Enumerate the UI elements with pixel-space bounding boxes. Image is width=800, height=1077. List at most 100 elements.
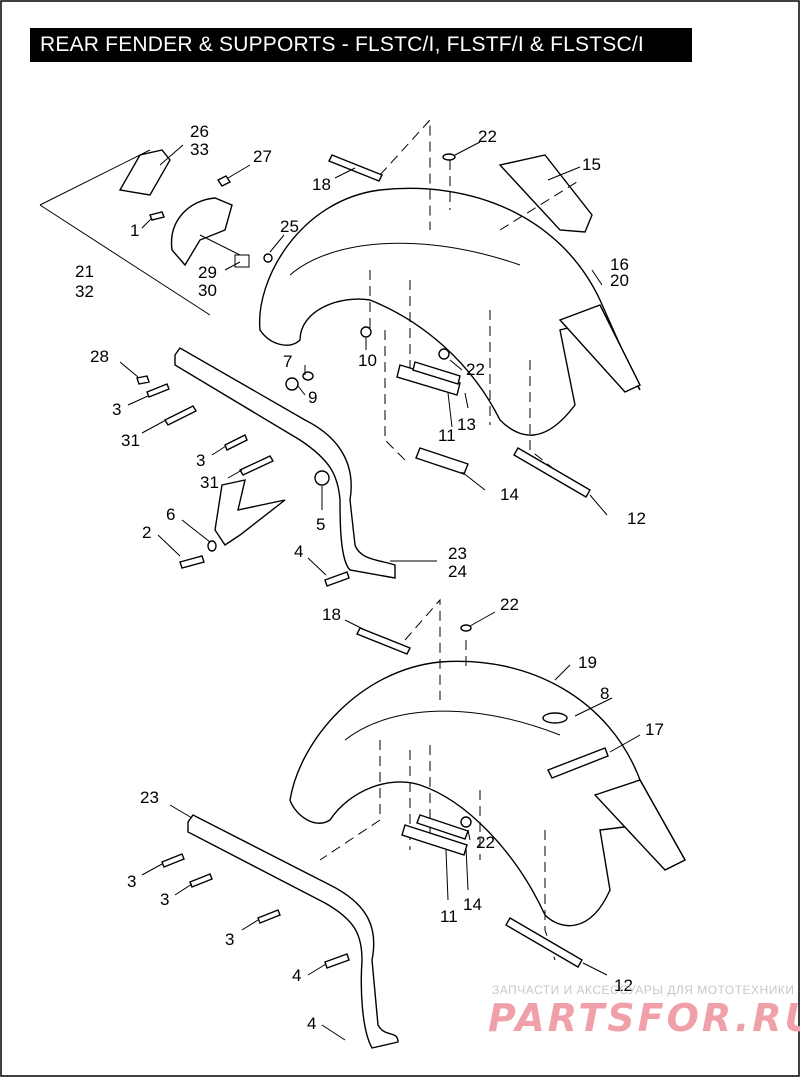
washer-5-part [314,470,330,486]
callout-22-bottom2: 22 [476,833,495,852]
strip-17-part [547,747,609,779]
taillight-lens-part [118,149,171,196]
callout-15: 15 [582,155,601,174]
washer-22-top-part [442,153,456,161]
stud-31b-part [239,455,274,476]
callout-11-top: 11 [438,426,456,445]
alignment-lines-bottom [319,598,556,961]
bolt-4-mid-part [324,953,350,969]
bracket-6-part [214,479,286,546]
callout-3c: 3 [127,872,136,891]
callout-24: 24 [448,562,467,581]
callout-32: 32 [75,282,94,301]
bar-12-bottom-part [505,917,583,968]
washer-6-part [207,540,217,552]
bolt-3a-part [146,383,170,398]
strip-18-top-part [328,154,383,182]
callout-25: 25 [280,217,299,236]
callout-1: 1 [130,221,139,240]
rear-fender-bottom-part [289,660,686,927]
bolt-28-part [136,375,150,385]
callout-29: 29 [198,263,217,282]
callout-20: 20 [610,271,629,290]
callout-17: 17 [645,720,664,739]
callout-6: 6 [166,505,175,524]
fender-support-rail-bottom-part [187,814,399,1049]
callout-27: 27 [253,147,272,166]
alignment-lines-top [369,118,581,491]
callout-4-bottom: 4 [307,1014,316,1033]
callout-16: 16 [610,255,629,274]
callout-2: 2 [142,523,151,542]
callout-31b: 31 [200,473,219,492]
stud-31a-part [164,405,197,426]
callout-33: 33 [190,140,209,159]
callout-23: 23 [448,544,467,563]
strip-18-bottom-part [356,627,411,655]
screw-1-part [149,211,165,221]
bolt-3b-part [224,434,248,451]
screw-27-part [216,175,232,187]
callout-7: 7 [283,352,292,371]
washer-22-bottom-part [460,624,472,632]
callout-3e: 3 [225,930,234,949]
callout-23-bottom: 23 [140,788,159,807]
nut-10-part [360,326,372,338]
callout-3b: 3 [196,451,205,470]
callout-22-top: 22 [478,127,497,146]
callout-28: 28 [90,347,109,366]
callout-11-bottom: 11 [440,907,458,926]
callout-12-top: 12 [627,509,646,528]
callout-22-bottom: 22 [500,595,519,614]
nut-22-mid-part [438,348,450,360]
watermark-brand: PARTSFOR.RU [488,996,800,1040]
watermark-tagline: ЗАПЧАСТИ И АКСЕССУАРЫ ДЛЯ МОТОТЕХНИКИ [492,983,795,997]
decal-8-part [542,712,568,724]
nut-9-part [285,377,299,391]
callout-26: 26 [190,122,209,141]
plate-11-part [412,361,461,385]
taillight-wiring-part [199,234,250,268]
bar-12-top-part [513,447,591,498]
bolt-3d-part [189,873,213,888]
bolt-4-top-part [324,571,350,587]
callout-21: 21 [75,262,94,281]
nut-22-bottom-part [460,816,472,828]
callout-14-top: 14 [500,485,519,504]
callout-4-mid: 4 [292,966,301,985]
taillight-housing-part [170,197,233,267]
callout-22-mid: 22 [466,360,485,379]
group-bracket-21-32 [39,149,211,316]
bracket-15-part [498,154,593,233]
callout-19: 19 [578,653,597,672]
bolt-3c-part [161,853,185,868]
plate-14-top-part [415,447,469,475]
leader-lines-top [119,141,608,576]
callout-18-bottom: 18 [322,605,341,624]
callout-10: 10 [358,351,377,370]
diagram-title: REAR FENDER & SUPPORTS - FLSTC/I, FLSTF/… [30,28,692,62]
callout-8: 8 [600,684,609,703]
fender-support-rail-top-part [174,347,396,579]
plate-14-bottom-part [416,814,469,840]
callout-3d: 3 [160,890,169,909]
rear-fender-top-part [258,187,641,436]
callout-18-top: 18 [312,175,331,194]
fender-tip-part [558,304,641,393]
callout-3a: 3 [112,400,121,419]
callout-5: 5 [316,515,325,534]
callout-30: 30 [198,281,217,300]
plate-11-bottom-part [401,824,468,856]
nut-25-part [263,253,273,263]
callout-12-bottom: 12 [614,976,633,995]
callout-4-top: 4 [294,542,303,561]
callout-13: 13 [457,415,476,434]
callout-9: 9 [308,388,317,407]
fender-bottom-tip-part [593,779,686,871]
leader-lines-bottom [141,611,641,1041]
callout-31a: 31 [121,431,140,450]
bolt-2-part [179,555,205,569]
callout-14-bottom: 14 [463,895,482,914]
